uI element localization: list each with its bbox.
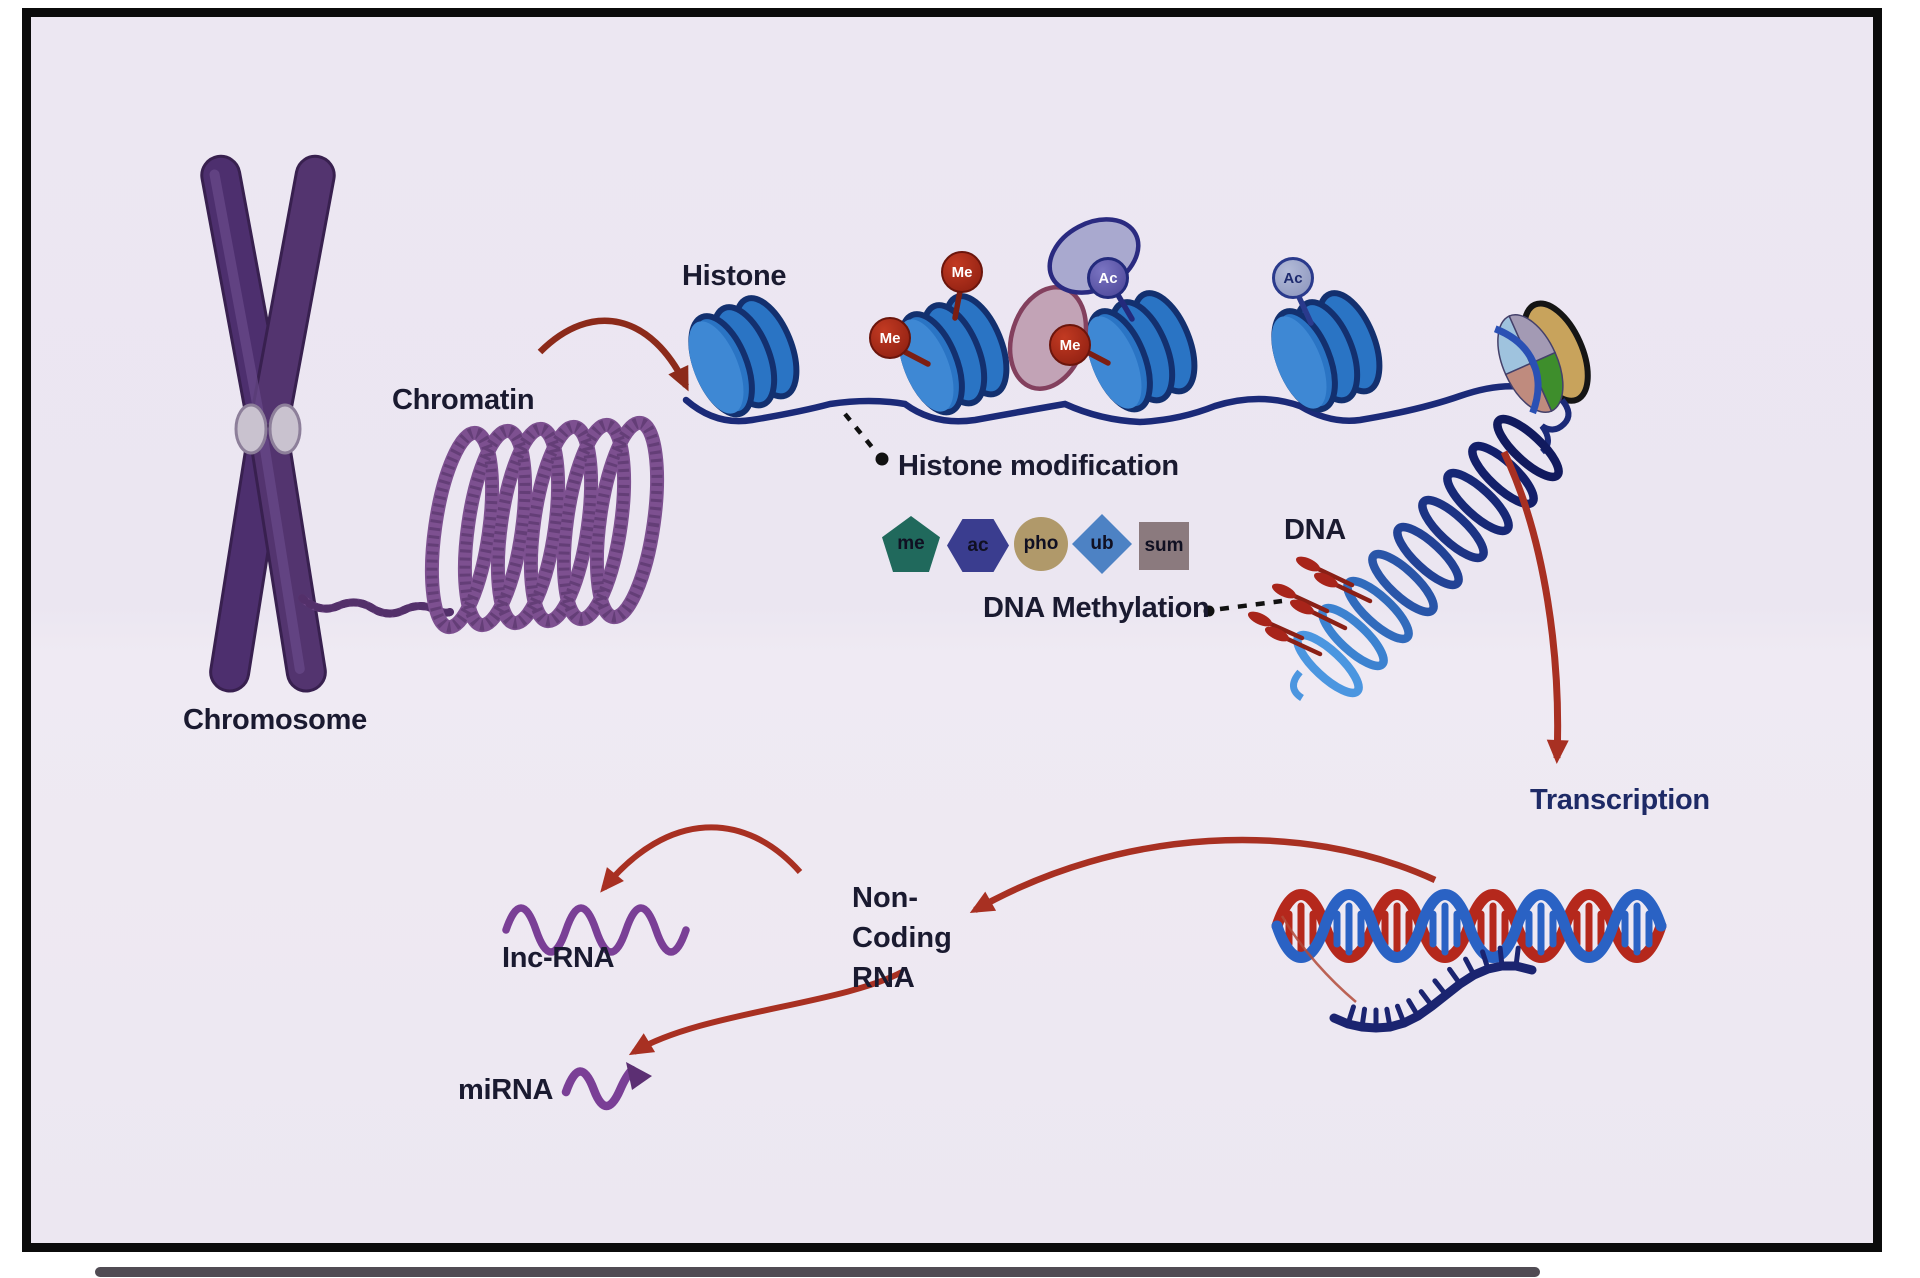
coding-dna-helix xyxy=(1271,889,1667,963)
chromatin-label: Chromatin xyxy=(392,384,535,416)
acetyl-mark-icon: Ac xyxy=(1272,257,1314,299)
nucleosome-strand xyxy=(676,285,1566,424)
noncoding-to-mirna-arrow xyxy=(628,969,904,1056)
legend-pho-label: pho xyxy=(1023,533,1059,554)
legend-sum-label: sum xyxy=(1144,535,1184,556)
mirna-label: miRNA xyxy=(458,1074,554,1106)
noncoding-to-lncrna-arrow xyxy=(600,824,803,893)
methyl-mark-icon: Me xyxy=(1049,324,1091,366)
histone-label: Histone xyxy=(682,260,787,292)
dna-label: DNA xyxy=(1284,514,1346,546)
lnc-rna-label: Inc-RNA xyxy=(502,942,615,974)
methyl-mark-icon: Me xyxy=(869,317,911,359)
nucleosome-3 xyxy=(1074,285,1207,419)
legend-pho-circle: pho xyxy=(1014,517,1068,571)
mirna-wave xyxy=(561,1062,652,1111)
rna-transcript-comb xyxy=(1329,945,1537,1033)
helix-to-noncoding-arrow xyxy=(969,836,1437,913)
non-coding-line2: Coding xyxy=(852,922,952,954)
legend-ac-label: ac xyxy=(967,534,989,556)
chromosome-label: Chromosome xyxy=(183,704,367,736)
histone-modification-label: Histone modification xyxy=(898,450,1179,482)
linker-squiggle xyxy=(1539,398,1572,455)
chromatin-to-histone-arrow xyxy=(537,317,689,392)
non-coding-rna-label: Non- Coding RNA xyxy=(852,878,952,998)
dna-methylation-marks xyxy=(1247,556,1373,657)
transcription-arrow xyxy=(1500,450,1569,764)
methyl-mark-icon: Me xyxy=(941,251,983,293)
histone-modification-connector xyxy=(843,412,889,466)
non-coding-line3: RNA xyxy=(852,962,915,994)
legend-sum-square: sum xyxy=(1139,522,1189,570)
helix-arrow-tail xyxy=(1280,915,1357,1003)
chromatin-coil xyxy=(424,415,665,635)
mark-stems xyxy=(902,288,1314,367)
lnc-rna-wave xyxy=(502,904,690,956)
dna-methylation-connector xyxy=(1203,598,1283,617)
acetyl-mark-icon: Ac xyxy=(1087,257,1129,299)
diagram-frame xyxy=(22,8,1882,1252)
legend-me-label: me xyxy=(897,533,925,554)
chromosome-illustration xyxy=(200,154,336,693)
legend-ub-label: ub xyxy=(1090,533,1114,554)
bottom-edge-smudge xyxy=(95,1267,1540,1277)
dna-helix xyxy=(1290,414,1563,701)
non-coding-line1: Non- xyxy=(852,882,919,914)
nucleosome-5-multicolor xyxy=(1493,300,1591,415)
transcription-label: Transcription xyxy=(1530,784,1710,816)
dna-methylation-label: DNA Methylation xyxy=(983,592,1210,624)
